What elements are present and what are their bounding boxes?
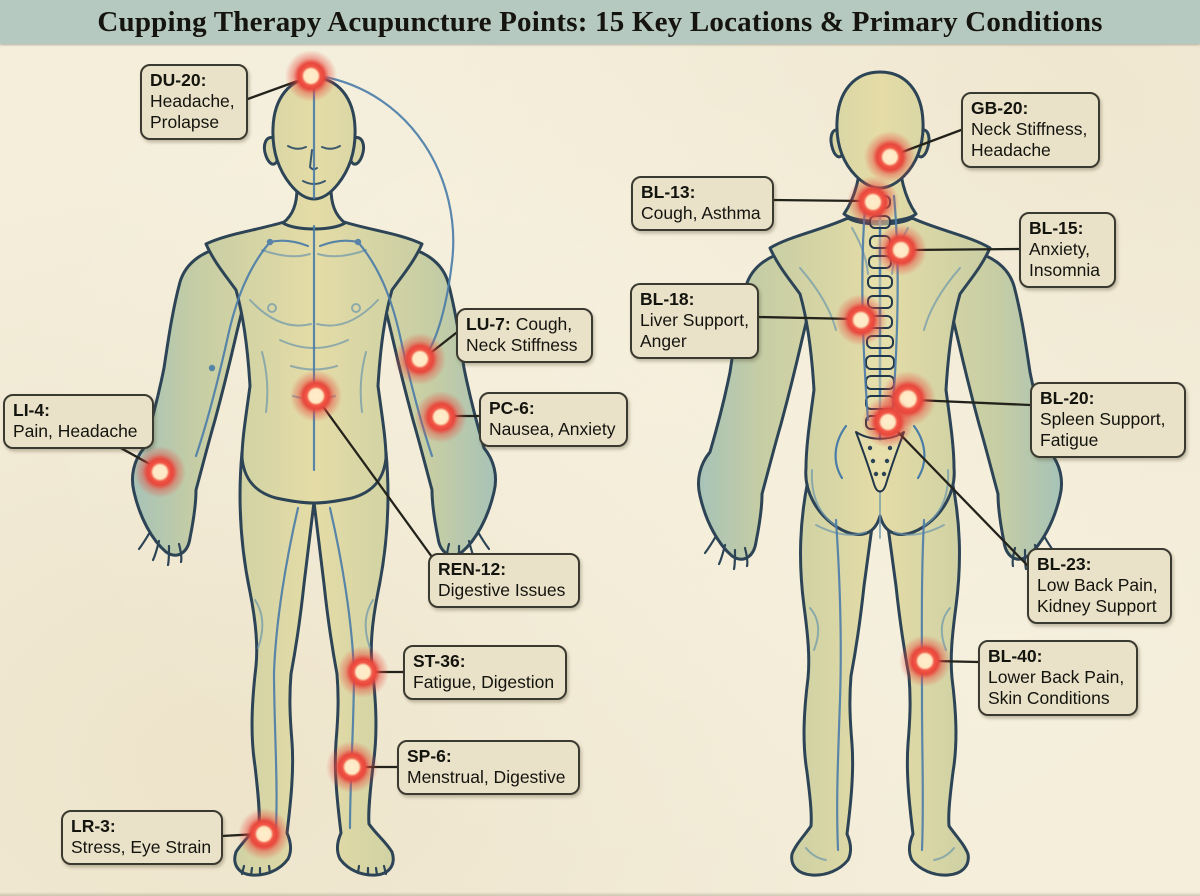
left-leg-meridian (272, 506, 300, 830)
label-lu-7: LU-7:Cough, Neck Stiffness (456, 308, 593, 363)
label-sp-6: SP-6:Menstrual, Digestive (397, 740, 580, 795)
label-bl-23: BL-23:Low Back Pain, Kidney Support (1027, 548, 1172, 624)
acupoint-marker-pc-6 (415, 391, 467, 443)
acupoint-marker-bl-18 (835, 294, 887, 346)
point-conditions: Fatigue, Digestion (413, 672, 555, 692)
point-conditions: Nausea, Anxiety (489, 419, 616, 439)
point-code: SP-6: (407, 746, 452, 766)
point-conditions: Headache, Prolapse (150, 91, 235, 132)
point-code: BL-18: (640, 289, 695, 309)
point-conditions: Lower Back Pain, Skin Conditions (988, 667, 1125, 708)
point-conditions: Liver Support, Anger (640, 310, 749, 351)
point-conditions: Anxiety, Insomnia (1029, 239, 1101, 280)
label-bl-40: BL-40:Lower Back Pain, Skin Conditions (978, 640, 1138, 716)
label-st-36: ST-36:Fatigue, Digestion (403, 645, 567, 700)
acupoint-marker-lu-7 (394, 333, 446, 385)
point-conditions: Neck Stiffness, Headache (971, 119, 1088, 160)
point-code: GB-20: (971, 98, 1029, 118)
point-code: LI-4: (13, 400, 50, 420)
back-left-leg (790, 478, 876, 877)
acupoint-marker-st-36 (337, 646, 389, 698)
back-right-leg-meridian (920, 518, 926, 852)
label-du-20: DU-20:Headache, Prolapse (140, 64, 248, 140)
label-bl-18: BL-18:Liver Support, Anger (630, 283, 759, 359)
point-code: ST-36: (413, 651, 466, 671)
acupoint-marker-bl-15 (875, 224, 927, 276)
label-gb-20: GB-20:Neck Stiffness, Headache (961, 92, 1100, 168)
label-bl-15: BL-15:Anxiety, Insomnia (1019, 212, 1116, 288)
point-conditions: Cough, Asthma (641, 203, 761, 223)
point-code: BL-15: (1029, 218, 1084, 238)
bottom-edge-shadow (0, 892, 1200, 896)
acupoint-markers (134, 50, 951, 860)
point-conditions: Pain, Headache (13, 421, 138, 441)
point-code: REN-12: (438, 559, 507, 579)
point-code: DU-20: (150, 70, 207, 90)
acupoint-marker-ren-12 (290, 370, 342, 422)
acupoint-marker-bl-23 (862, 396, 914, 448)
point-code: LU-7: (466, 314, 511, 334)
connector-ren-12 (317, 399, 434, 559)
label-bl-13: BL-13:Cough, Asthma (631, 176, 774, 231)
label-pc-6: PC-6:Nausea, Anxiety (479, 392, 628, 447)
front-neck (281, 186, 347, 231)
connector-bl-23 (892, 426, 1031, 569)
acupoint-marker-bl-13 (847, 176, 899, 228)
acupoint-marker-gb-20 (864, 131, 916, 183)
connector-bl-15 (907, 247, 1021, 252)
point-code: BL-40: (988, 646, 1043, 666)
page-title: Cupping Therapy Acupuncture Points: 15 K… (97, 5, 1103, 38)
label-lr-3: LR-3:Stress, Eye Strain (61, 810, 223, 865)
point-conditions: Stress, Eye Strain (71, 837, 212, 857)
acupoint-marker-du-20 (285, 50, 337, 102)
point-code: LR-3: (71, 816, 116, 836)
point-conditions: Menstrual, Digestive (407, 767, 566, 787)
point-conditions: Cough, Neck Stiffness (466, 314, 578, 355)
point-code: BL-13: (641, 182, 696, 202)
label-bl-20: BL-20:Spleen Support, Fatigue (1030, 382, 1186, 458)
point-code: BL-23: (1037, 554, 1092, 574)
label-li-4: LI-4:Pain, Headache (3, 394, 154, 449)
left-arm-meridian (194, 240, 272, 458)
acupoint-marker-bl-40 (899, 635, 951, 687)
label-ren-12: REN-12:Digestive Issues (428, 553, 580, 608)
title-band: Cupping Therapy Acupuncture Points: 15 K… (0, 0, 1200, 44)
point-code: PC-6: (489, 398, 535, 418)
lung-meridian-arc (318, 74, 455, 358)
acupoint-marker-lr-3 (238, 808, 290, 860)
point-conditions: Low Back Pain, Kidney Support (1037, 575, 1158, 616)
back-left-leg-meridian (834, 518, 842, 852)
acupoint-marker-sp-6 (326, 741, 378, 793)
point-conditions: Digestive Issues (438, 580, 566, 600)
point-code: BL-20: (1040, 388, 1095, 408)
point-conditions: Spleen Support, Fatigue (1040, 409, 1166, 450)
acupoint-marker-li-4 (134, 446, 186, 498)
